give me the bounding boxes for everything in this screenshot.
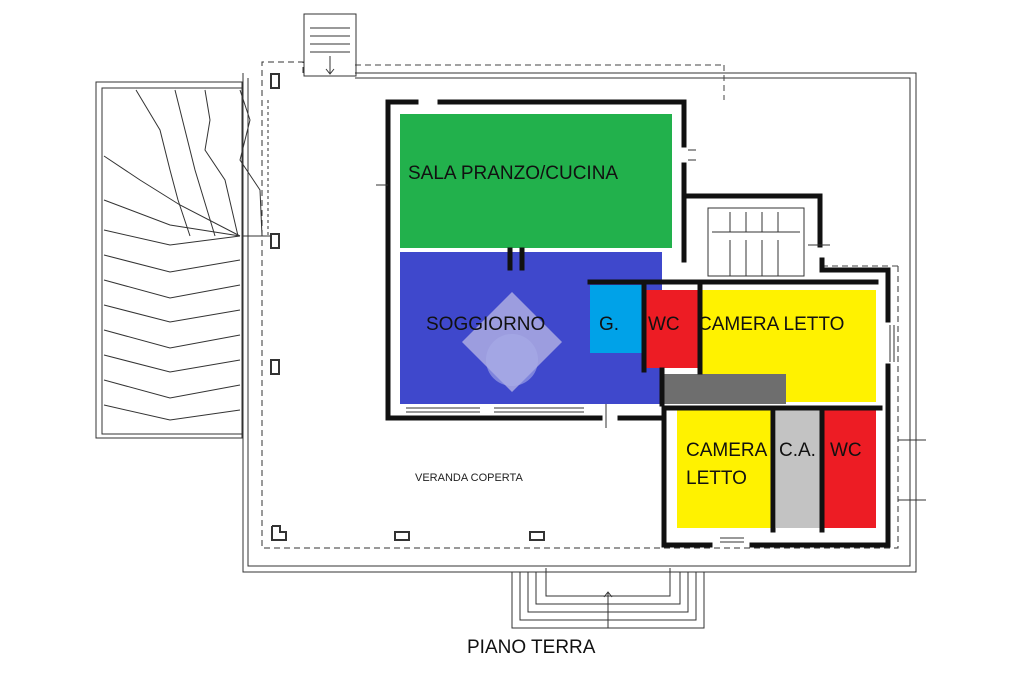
- label-veranda: VERANDA COPERTA: [415, 472, 523, 484]
- top-entry-stair: [303, 13, 357, 77]
- terrace-outline: [242, 61, 917, 573]
- pillars: [267, 73, 545, 541]
- label-g: G.: [599, 314, 619, 335]
- room-wc2-fill: [824, 410, 876, 528]
- window-marks: [406, 149, 926, 543]
- label-ca: C.A.: [779, 440, 816, 461]
- interior-walls: [376, 99, 891, 548]
- room-camera2-fill: [677, 410, 771, 528]
- plan-title: PIANO TERRA: [467, 637, 596, 658]
- interior-stair: [707, 207, 830, 277]
- label-sala-pranzo: SALA PRANZO/CUCINA: [408, 163, 618, 184]
- label-camera1: CAMERA LETTO: [698, 314, 844, 335]
- left-staircase: [95, 81, 270, 439]
- room-wc1-fill: [646, 290, 698, 368]
- room-ca-fill: [776, 410, 820, 528]
- bottom-entrance-steps: [511, 568, 705, 629]
- room-sala-pranzo-fill: [400, 114, 672, 248]
- watermark-logo: [462, 292, 562, 392]
- label-camera2-line1: CAMERA: [686, 440, 768, 461]
- label-wc1: WC: [648, 314, 680, 335]
- label-soggiorno: SOGGIORNO: [426, 314, 545, 335]
- room-corridor-fill: [664, 374, 786, 404]
- room-g-fill: [590, 285, 642, 353]
- label-wc2: WC: [830, 440, 862, 461]
- label-camera2-line2: LETTO: [686, 468, 747, 489]
